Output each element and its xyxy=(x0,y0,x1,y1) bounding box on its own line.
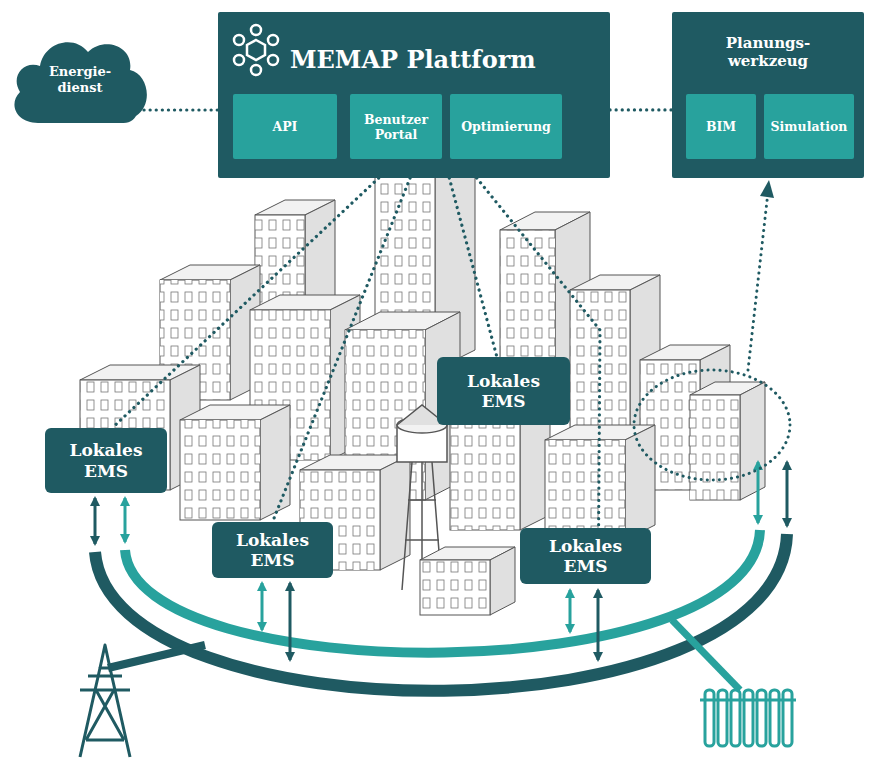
platform-icon xyxy=(268,55,278,65)
box-label: Lokales EMS xyxy=(56,440,156,481)
energy-exchange-arrow xyxy=(261,583,264,630)
module-box: Benutzer Portal xyxy=(350,94,442,159)
building xyxy=(490,547,515,615)
highlight-circle xyxy=(634,370,790,480)
building xyxy=(690,395,740,500)
radiator-symbol xyxy=(783,690,792,746)
module-box: BIM xyxy=(686,94,756,159)
ems-box: Lokales EMS xyxy=(520,528,651,584)
platform-icon xyxy=(234,35,244,45)
ems-box: Lokales EMS xyxy=(45,428,167,493)
box-label: Lokales EMS xyxy=(223,530,323,571)
power-pylon xyxy=(80,645,130,757)
building xyxy=(180,420,260,520)
building xyxy=(450,420,520,530)
building xyxy=(420,560,490,615)
dotted-connector xyxy=(610,108,672,111)
building xyxy=(545,440,625,540)
building xyxy=(740,382,765,500)
radiator-symbol xyxy=(731,690,740,746)
module-box: Optimierung xyxy=(450,94,562,159)
box-title: Planungs- werkzeug xyxy=(703,34,833,70)
energy-exchange-arrow xyxy=(95,462,787,660)
building xyxy=(545,440,625,540)
cloud-shape xyxy=(14,42,146,123)
radiator-symbol xyxy=(744,690,753,746)
box-label: Energie- dienst xyxy=(35,64,125,95)
power-pylon xyxy=(80,668,130,757)
tool-box: Planungs- werkzeugBIM Simulation xyxy=(672,12,864,178)
building xyxy=(260,405,290,520)
box-label: Benutzer Portal xyxy=(356,112,436,142)
energy-exchange-arrow xyxy=(786,462,789,526)
module-box: API xyxy=(233,94,337,159)
module-box: Simulation xyxy=(764,94,854,159)
building xyxy=(450,420,520,530)
power-pylon xyxy=(86,690,124,740)
dotted-connector xyxy=(477,178,600,528)
radiator-symbol xyxy=(770,690,779,746)
planning-link-arrow xyxy=(748,192,768,370)
ems-box: Lokales EMS xyxy=(212,522,333,578)
platform-icon xyxy=(234,25,278,75)
platform-icon xyxy=(247,40,265,60)
radiator-symbol xyxy=(700,690,796,746)
radiator-symbol xyxy=(718,690,727,746)
energy-exchange-arrow xyxy=(597,590,600,660)
platform-icon xyxy=(251,25,261,35)
energy-exchange-arrow xyxy=(757,462,760,523)
grid-feed-line xyxy=(108,645,205,668)
platform-icon xyxy=(268,35,278,45)
platform-icon xyxy=(234,55,244,65)
box-label: Optimierung xyxy=(461,119,551,134)
energy-exchange-arrow xyxy=(124,498,127,542)
dotted-connector xyxy=(273,178,411,522)
dotted-connector xyxy=(112,178,379,428)
box-label: Lokales EMS xyxy=(536,536,636,577)
building xyxy=(690,382,765,500)
building xyxy=(625,425,655,540)
building xyxy=(180,420,260,520)
energy-exchange-arrow xyxy=(289,583,292,660)
platform-icon xyxy=(0,0,881,120)
ems-box: Lokales EMS xyxy=(437,357,570,425)
building xyxy=(420,547,515,615)
energy-exchange-arrow xyxy=(94,498,97,544)
building xyxy=(180,405,290,520)
radiator-symbol xyxy=(757,690,766,746)
dotted-connector xyxy=(449,178,497,357)
box-title: MEMAP Plattform xyxy=(290,46,600,75)
heat-feed-line xyxy=(672,620,740,690)
box-label: Simulation xyxy=(771,119,848,134)
cloud-service: Energie- dienst xyxy=(8,28,152,128)
platform-icon xyxy=(251,65,261,75)
box-label: API xyxy=(273,119,298,134)
energy-exchange-arrow xyxy=(569,590,572,632)
planning-link-head xyxy=(760,180,774,198)
dotted-connector xyxy=(144,108,218,111)
box-label: Lokales EMS xyxy=(454,371,554,412)
power-pylon xyxy=(100,645,110,668)
building xyxy=(420,560,490,615)
power-pylon xyxy=(80,676,130,690)
building xyxy=(690,395,740,500)
box-label: BIM xyxy=(706,119,736,134)
radiator-symbol xyxy=(705,690,714,746)
